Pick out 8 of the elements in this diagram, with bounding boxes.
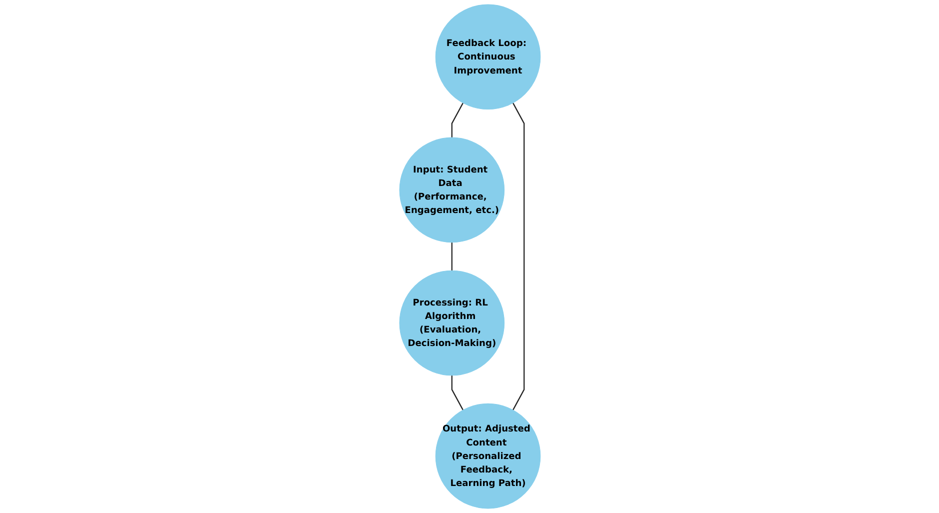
node-circle: Output: Adjusted Content (Personalized Feedback, Learning Path) (434, 403, 540, 509)
connector (450, 375, 464, 410)
connector (450, 102, 464, 138)
connector (512, 102, 524, 410)
connector (450, 242, 452, 271)
node-circle: Input: Student Data (Performance, Engagement, etc.) (398, 137, 504, 243)
node-circle: Feedback Loop: Continuous Improvement (434, 4, 540, 110)
node-circle: Processing: RL Algorithm (Evaluation, Decision-Making) (398, 270, 504, 376)
